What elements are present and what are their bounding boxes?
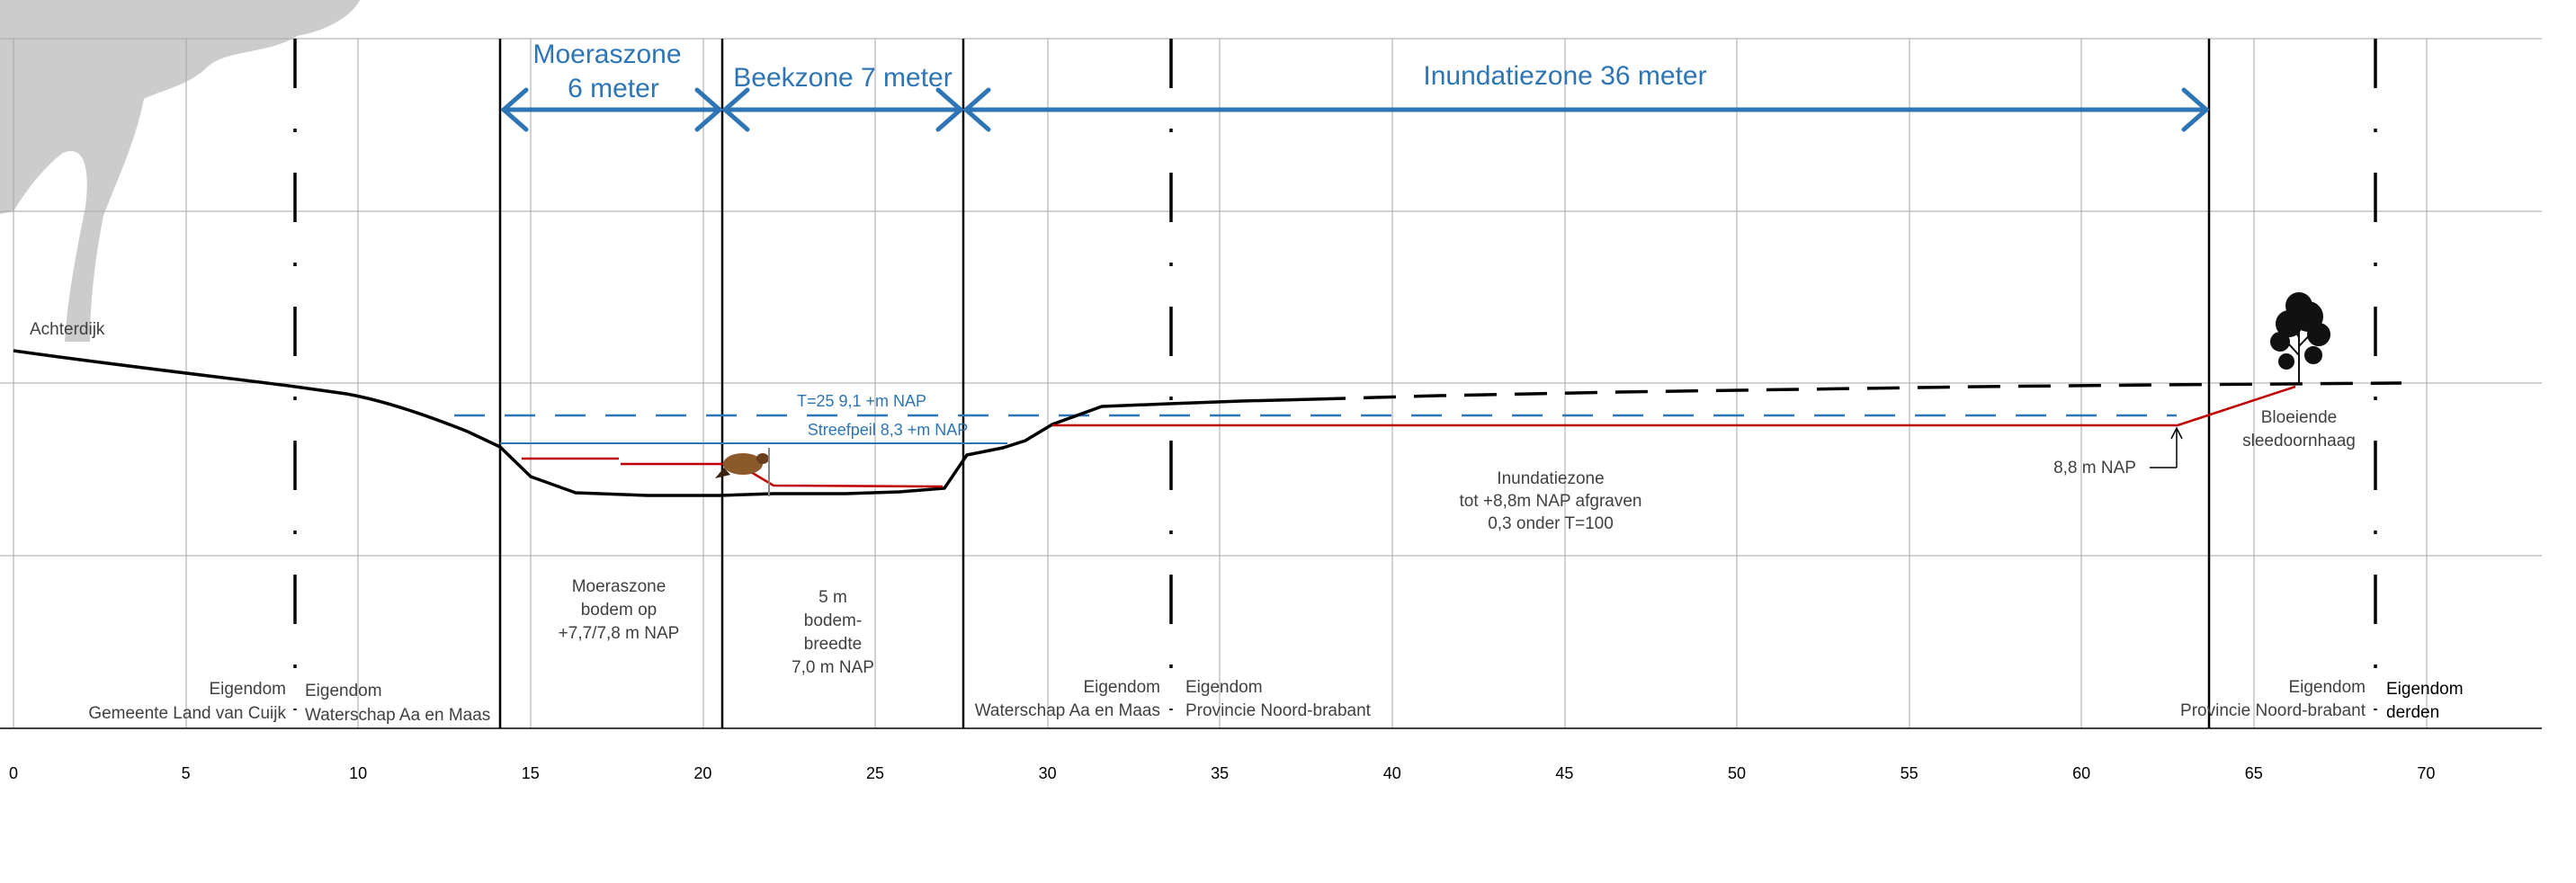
ownership-mid-a: Eigendom Waterschap Aa en Maas	[975, 678, 1160, 720]
terrain-profile	[13, 349, 1314, 497]
svg-text:sleedoornhaag: sleedoornhaag	[2242, 432, 2356, 450]
moeraszone-width: 6 meter	[568, 74, 659, 103]
ownership-right-b: Eigendom derden	[2386, 680, 2464, 722]
terrain-profile-dashed	[1312, 381, 2402, 401]
svg-text:bodem-: bodem-	[804, 611, 862, 630]
x-axis-tick-label: 20	[693, 764, 711, 782]
hedge-label: Bloeiende sleedoornhaag	[2242, 408, 2356, 450]
svg-text:Gemeente Land van Cuijk: Gemeente Land van Cuijk	[88, 704, 286, 723]
svg-text:Eigendom: Eigendom	[1083, 678, 1160, 697]
svg-text:Waterschap Aa en Maas: Waterschap Aa en Maas	[305, 706, 490, 725]
svg-text:Eigendom: Eigendom	[2386, 680, 2464, 699]
hedge-tree-icon	[2270, 292, 2330, 383]
x-axis-tick-label: 40	[1383, 764, 1401, 782]
x-axis-tick-label: 60	[2072, 764, 2090, 782]
svg-text:Eigendom: Eigendom	[1185, 678, 1263, 697]
svg-text:Waterschap Aa en Maas: Waterschap Aa en Maas	[975, 701, 1160, 720]
svg-text:Moeraszone: Moeraszone	[572, 577, 666, 596]
zone-boundaries	[498, 39, 2211, 728]
x-axis-tick-label: 5	[182, 764, 191, 782]
x-axis-tick-label: 25	[866, 764, 884, 782]
x-axis-tick-label: 30	[1039, 764, 1057, 782]
beekzone-title: Beekzone 7 meter	[733, 63, 952, 93]
svg-text:0,3 onder T=100: 0,3 onder T=100	[1488, 514, 1614, 533]
beek-description: 5 m bodem- breedte 7,0 m NAP	[792, 588, 874, 677]
x-axis-tick-label: 55	[1901, 764, 1919, 782]
svg-text:breedte: breedte	[804, 635, 862, 654]
nap-marker-label: 8,8 m NAP	[2053, 459, 2136, 477]
svg-text:5 m: 5 m	[818, 588, 847, 607]
streefpeil-label: Streefpeil 8,3 +m NAP	[808, 421, 969, 439]
inundatie-description: Inundatiezone tot +8,8m NAP afgraven 0,3…	[1460, 469, 1642, 533]
moeraszone-title: Moeraszone	[532, 40, 681, 69]
ownership-boundaries	[293, 39, 2377, 710]
svg-text:Eigendom: Eigendom	[305, 682, 382, 700]
svg-text:Provincie Noord-brabant: Provincie Noord-brabant	[1185, 701, 1372, 720]
svg-text:+7,7/7,8 m NAP: +7,7/7,8 m NAP	[559, 624, 680, 643]
tree-silhouette-icon	[0, 0, 360, 342]
svg-text:Eigendom: Eigendom	[2288, 678, 2366, 697]
x-axis-tick-label: 45	[1555, 764, 1573, 782]
ownership-left-b: Eigendom Waterschap Aa en Maas	[305, 682, 490, 725]
svg-text:Bloeiende: Bloeiende	[2261, 408, 2338, 427]
x-axis-tick-labels: 0 5 10 15 20 25 30 35 40 45 50 55 60 65 70	[9, 764, 2435, 782]
svg-text:Provincie Noord-brabant: Provincie Noord-brabant	[2180, 701, 2366, 720]
svg-text:Inundatiezone: Inundatiezone	[1497, 469, 1604, 488]
svg-text:Eigendom: Eigendom	[209, 680, 286, 699]
svg-text:7,0 m NAP: 7,0 m NAP	[792, 658, 874, 677]
grid	[0, 38, 2542, 728]
beaver-icon	[715, 448, 770, 496]
achterdijk-label: Achterdijk	[30, 320, 105, 339]
zone-arrows	[500, 87, 2210, 132]
excavation-lines	[522, 385, 2296, 488]
t25-label: T=25 9,1 +m NAP	[797, 392, 926, 410]
x-axis-tick-label: 65	[2245, 764, 2263, 782]
x-axis-tick-label: 50	[1728, 764, 1746, 782]
ownership-left-a: Eigendom Gemeente Land van Cuijk	[88, 680, 286, 723]
svg-text:bodem op: bodem op	[581, 601, 657, 620]
ownership-mid-b: Eigendom Provincie Noord-brabant	[1185, 678, 1372, 720]
x-axis-tick-label: 70	[2417, 764, 2435, 782]
nap-marker-arrow	[2150, 426, 2183, 468]
x-axis-tick-label: 35	[1211, 764, 1229, 782]
ownership-right-a: Eigendom Provincie Noord-brabant	[2180, 678, 2366, 720]
x-axis-tick-label: 15	[522, 764, 540, 782]
inundatiezone-title: Inundatiezone 36 meter	[1423, 61, 1706, 91]
moeras-description: Moeraszone bodem op +7,7/7,8 m NAP	[559, 577, 680, 643]
x-axis-tick-label: 10	[349, 764, 367, 782]
svg-text:derden: derden	[2386, 703, 2439, 722]
svg-text:tot +8,8m NAP afgraven: tot +8,8m NAP afgraven	[1460, 492, 1642, 511]
x-axis-tick-label: 0	[9, 764, 18, 782]
